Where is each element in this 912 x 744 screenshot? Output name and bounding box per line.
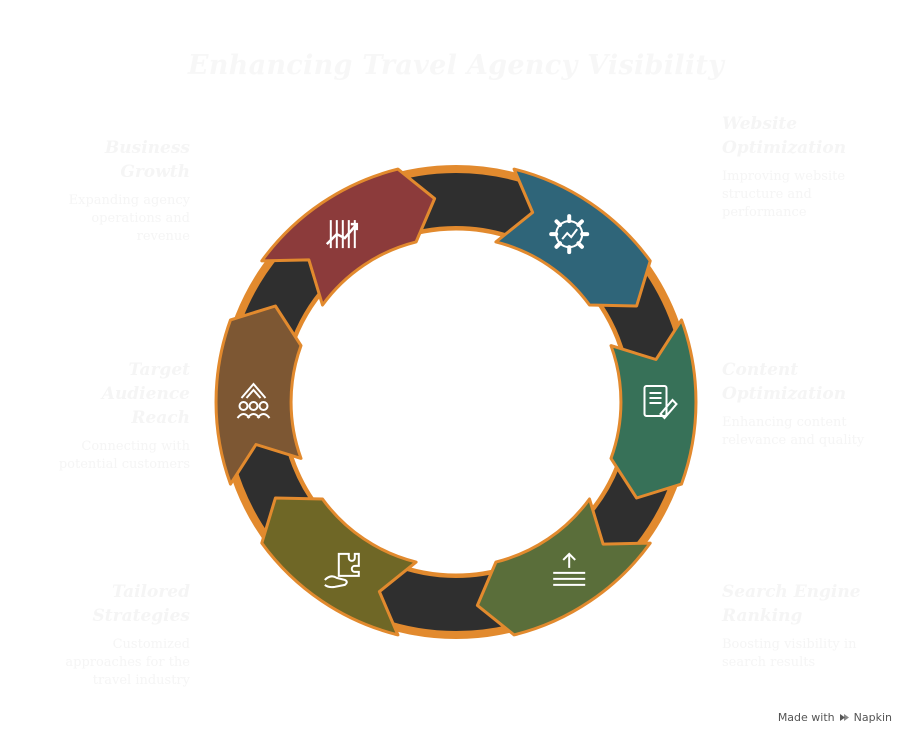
step-description: Expanding agency operations and revenue [68, 193, 190, 244]
step-website-optimization: Website Optimization Improving website s… [722, 112, 872, 222]
step-search-engine-ranking: Search Engine Ranking Boosting visibilit… [722, 580, 872, 672]
cycle-segment-tailored-strategies [260, 496, 418, 637]
puzzle-hand-icon [324, 552, 360, 589]
step-label: Business Growth [104, 138, 190, 182]
step-label: Target Audience Reach [101, 360, 190, 428]
step-tailored-strategies: Tailored Strategies Customized approache… [40, 580, 190, 690]
step-description: Customized approaches for the travel ind… [65, 637, 190, 688]
watermark-text: Made with [777, 711, 835, 724]
step-description: Enhancing content relevance and quality [722, 415, 865, 448]
napkin-watermark[interactable]: Made with Napkin [778, 711, 892, 724]
step-label: Search Engine Ranking [722, 582, 861, 626]
cycle-segment-target-audience-reach [214, 304, 303, 486]
watermark-brand: Napkin [853, 711, 892, 724]
step-description: Improving website structure and performa… [722, 169, 846, 220]
cycle-segment-content-optimization [609, 318, 698, 500]
document-pen-icon [643, 385, 678, 420]
ranking-arrow-icon [553, 552, 586, 586]
cycle-segment-business-growth [260, 167, 437, 307]
diagram-title: Enhancing Travel Agency Visibility [187, 50, 725, 81]
step-content-optimization: Content Optimization Enhancing content r… [722, 358, 872, 450]
step-target-audience-reach: Target Audience Reach Connecting with po… [40, 358, 190, 474]
napkin-logo-icon [839, 714, 849, 721]
step-label: Content Optimization [722, 360, 847, 404]
cycle-segment-search-engine-ranking [475, 497, 652, 637]
step-label: Tailored Strategies [92, 582, 190, 626]
step-description: Boosting visibility in search results [722, 637, 857, 670]
step-description: Connecting with potential customers [58, 439, 190, 472]
growth-chart-icon [325, 220, 359, 249]
audience-arrow-icon [236, 382, 271, 419]
step-label: Website Optimization [722, 114, 847, 158]
step-business-growth: Business Growth Expanding agency operati… [40, 136, 190, 246]
cycle-segment-website-optimization [494, 167, 652, 308]
gear-chart-icon [549, 214, 590, 255]
